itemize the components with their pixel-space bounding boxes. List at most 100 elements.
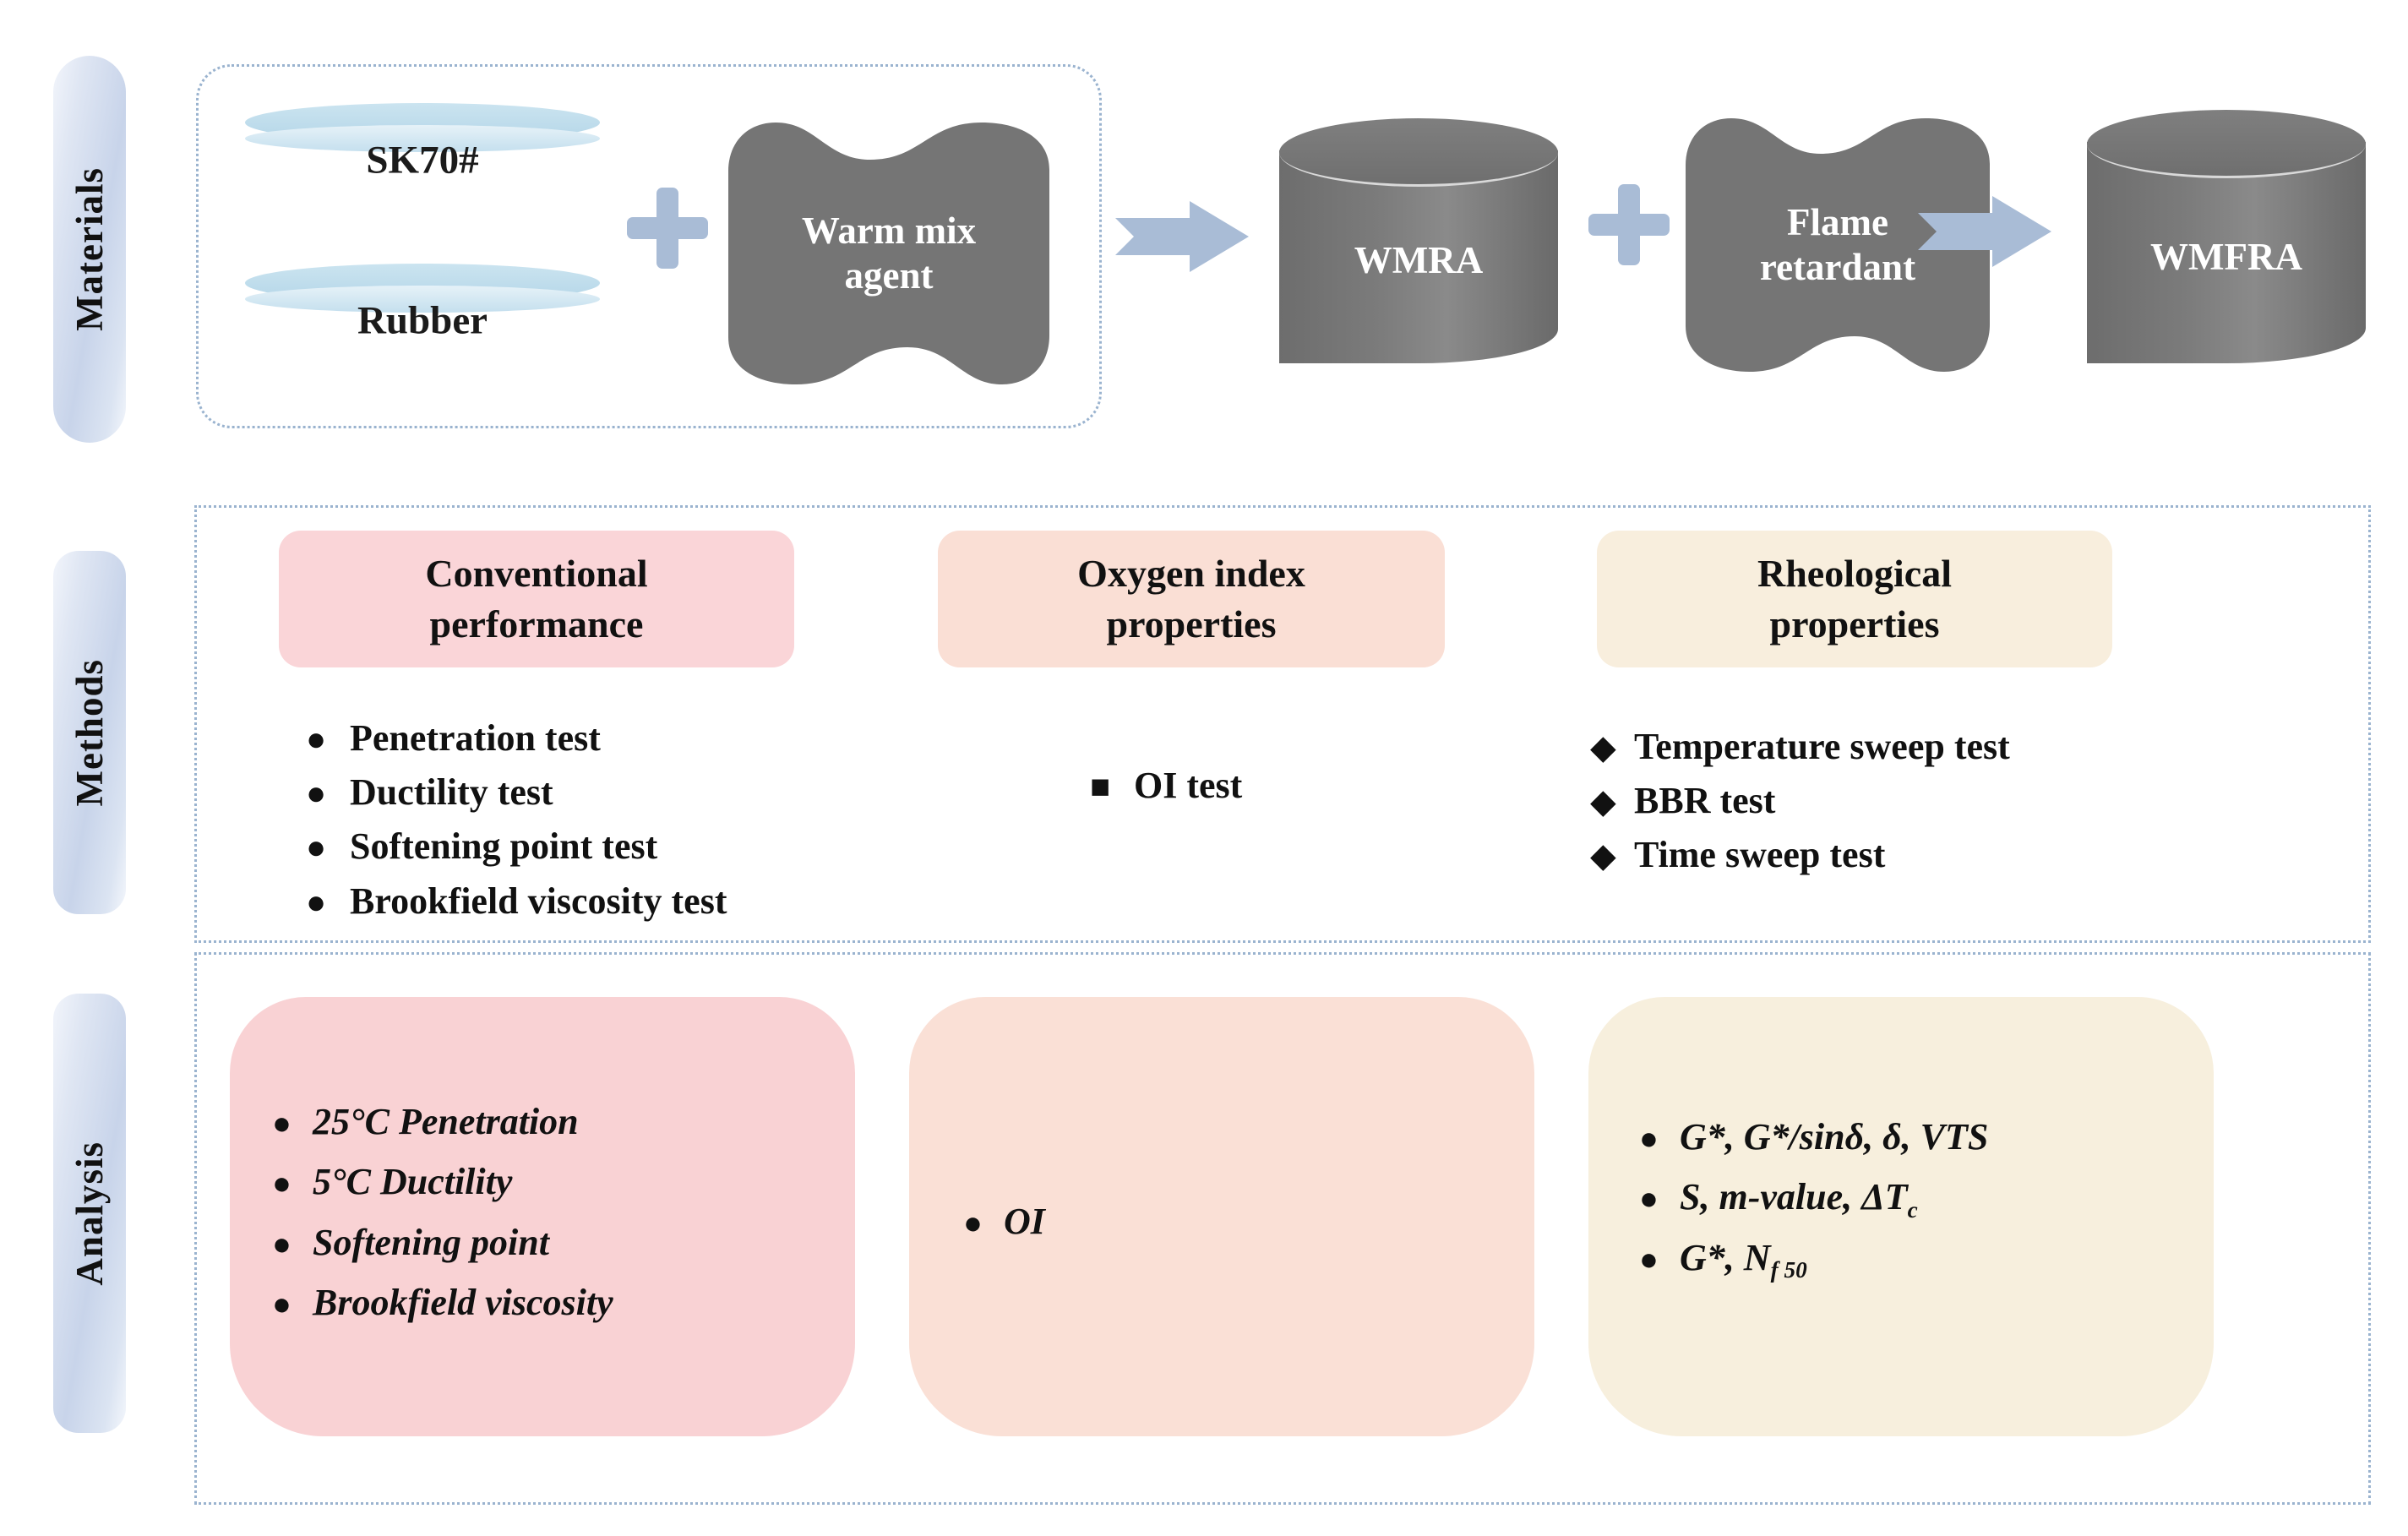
label-line-2: agent: [844, 254, 934, 297]
analysis-list-rheological: ● G*, G*/sinδ, δ, VTS ● S, m-value, ΔTc …: [1639, 1107, 1988, 1288]
sidebar-pill-materials: Materials: [53, 56, 126, 443]
bullet-square-icon: ■: [1090, 767, 1111, 805]
material-disc-rubber: Rubber: [245, 264, 600, 373]
list-item: ● Brookfield viscosity: [272, 1272, 613, 1332]
cylinder-top-ellipse: [1279, 118, 1558, 187]
list-item-label: G*, G*/sinδ, δ, VTS: [1680, 1116, 1989, 1157]
methods-header-rheological-properties: Rheological properties: [1597, 531, 2112, 667]
chevron-arrow-shape: [1115, 201, 1249, 272]
header-line-1: Rheological: [1757, 552, 1952, 596]
sidebar-pill-methods: Methods: [53, 551, 126, 914]
material-flag-flame-retardant: Flame retardant: [1686, 118, 1990, 372]
bullet-circle-icon: ●: [272, 1166, 291, 1202]
chevron-arrow-shape: [1918, 196, 2051, 267]
plus-bar-vertical: [1617, 184, 1641, 265]
list-item: ■ OI test: [1090, 759, 1242, 813]
list-item: ● OI: [963, 1191, 1045, 1251]
bullet-circle-icon: ●: [272, 1286, 291, 1322]
material-flag-flame-retardant-label: Flame retardant: [1686, 200, 1990, 290]
list-item-label: Penetration test: [350, 717, 601, 759]
bullet-diamond-icon: ◆: [1590, 782, 1616, 821]
cylinder-lip: [245, 286, 600, 313]
list-item-label: BBR test: [1634, 780, 1776, 822]
bullet-circle-icon: ●: [306, 882, 327, 921]
list-item: ● Penetration test: [306, 711, 727, 765]
analysis-list-conventional: ● 25°C Penetration ● 5°C Ductility ● Sof…: [272, 1092, 613, 1332]
plus-icon: [1588, 184, 1670, 265]
list-item-label: Brookfield viscosity test: [350, 880, 727, 922]
label-line-2: retardant: [1759, 246, 1916, 288]
analysis-dotted-container: [194, 952, 2371, 1505]
list-item-label: Softening point test: [350, 825, 658, 868]
bullet-circle-icon: ●: [1639, 1121, 1659, 1157]
sidebar-pill-materials-label: Materials: [68, 167, 111, 331]
methods-header-conventional-performance: Conventional performance: [279, 531, 794, 667]
bullet-circle-icon: ●: [306, 828, 327, 867]
bullet-circle-icon: ●: [963, 1206, 983, 1241]
analysis-card-rheological: [1588, 997, 2214, 1436]
list-item-label: Ductility test: [350, 771, 553, 814]
material-disc-sk70: SK70#: [245, 103, 600, 213]
list-item-label: Softening point: [313, 1221, 549, 1263]
bullet-circle-icon: ●: [306, 720, 327, 758]
bullet-diamond-icon: ◆: [1590, 836, 1616, 875]
sidebar-pill-analysis: Analysis: [53, 994, 126, 1433]
list-item: ● Ductility test: [306, 765, 727, 820]
list-item-label: 5°C Ductility: [313, 1161, 513, 1203]
wave-banner-shape: [728, 123, 1049, 384]
plus-bar-vertical: [656, 188, 679, 269]
label-line-1: Warm mix: [801, 209, 977, 252]
methods-list-conventional: ● Penetration test ● Ductility test ● So…: [306, 711, 727, 929]
arrow-right-icon-1: [1115, 201, 1249, 272]
list-item-label: Temperature sweep test: [1634, 726, 2010, 767]
list-item-label: 25°C Penetration: [313, 1101, 579, 1142]
bullet-circle-icon: ●: [306, 774, 327, 813]
arrow-right-icon-2: [1918, 196, 2051, 267]
list-item-label: G*, Nf 50: [1680, 1236, 1807, 1283]
list-item-label: Brookfield viscosity: [313, 1281, 613, 1323]
bullet-circle-icon: ●: [1639, 1241, 1659, 1277]
list-item: ● G*, G*/sinδ, δ, VTS: [1639, 1107, 1988, 1167]
material-cylinder-wmra-label: WMRA: [1354, 239, 1484, 282]
methods-list-oxygen-index: ■ OI test: [1090, 759, 1242, 813]
sidebar-pill-analysis-label: Analysis: [68, 1141, 111, 1286]
bullet-circle-icon: ●: [1639, 1181, 1659, 1217]
material-disc-sk70-label: SK70#: [366, 138, 479, 182]
list-item: ● 25°C Penetration: [272, 1092, 613, 1152]
list-item-label: OI test: [1134, 765, 1243, 806]
cylinder-lip: [245, 125, 600, 152]
list-item: ◆ BBR test: [1590, 774, 2010, 828]
analysis-list-oxygen-index: ● OI: [963, 1191, 1045, 1251]
header-line-1: Oxygen index: [1077, 552, 1305, 596]
analysis-card-conventional: [230, 997, 855, 1436]
material-cylinder-wmfra-label: WMFRA: [2150, 236, 2302, 278]
header-line-2: properties: [1106, 602, 1277, 645]
header-line-2: performance: [429, 602, 644, 645]
list-item: ● G*, Nf 50: [1639, 1228, 1988, 1288]
sidebar-pill-methods-label: Methods: [68, 658, 111, 807]
list-item-label: OI: [1004, 1201, 1045, 1242]
plus-icon: [627, 188, 708, 269]
bullet-diamond-icon: ◆: [1590, 728, 1616, 766]
material-cylinder-wmfra: WMFRA: [2087, 110, 2366, 363]
list-item: ● S, m-value, ΔTc: [1639, 1167, 1988, 1227]
list-item: ● 5°C Ductility: [272, 1152, 613, 1212]
cylinder-body: [2087, 142, 2366, 363]
methods-header-oxygen-index-properties: Oxygen index properties: [938, 531, 1445, 667]
list-item: ◆ Temperature sweep test: [1590, 720, 2010, 774]
wave-banner-shape: [1686, 118, 1990, 372]
material-flag-warm-mix-agent: Warm mix agent: [728, 123, 1049, 384]
material-flag-warm-mix-agent-label: Warm mix agent: [728, 209, 1049, 298]
list-item: ● Softening point: [272, 1212, 613, 1272]
material-disc-rubber-label: Rubber: [357, 298, 488, 343]
cylinder-top-ellipse: [2087, 110, 2366, 178]
header-line-2: properties: [1769, 602, 1940, 645]
list-item-label: Time sweep test: [1634, 834, 1886, 876]
methods-list-rheological: ◆ Temperature sweep test ◆ BBR test ◆ Ti…: [1590, 720, 2010, 883]
list-item: ● Softening point test: [306, 820, 727, 874]
list-item: ● Brookfield viscosity test: [306, 874, 727, 929]
analysis-card-oxygen-index: [909, 997, 1534, 1436]
bullet-circle-icon: ●: [272, 1226, 291, 1262]
list-item: ◆ Time sweep test: [1590, 828, 2010, 882]
material-cylinder-wmra: WMRA: [1279, 118, 1558, 363]
